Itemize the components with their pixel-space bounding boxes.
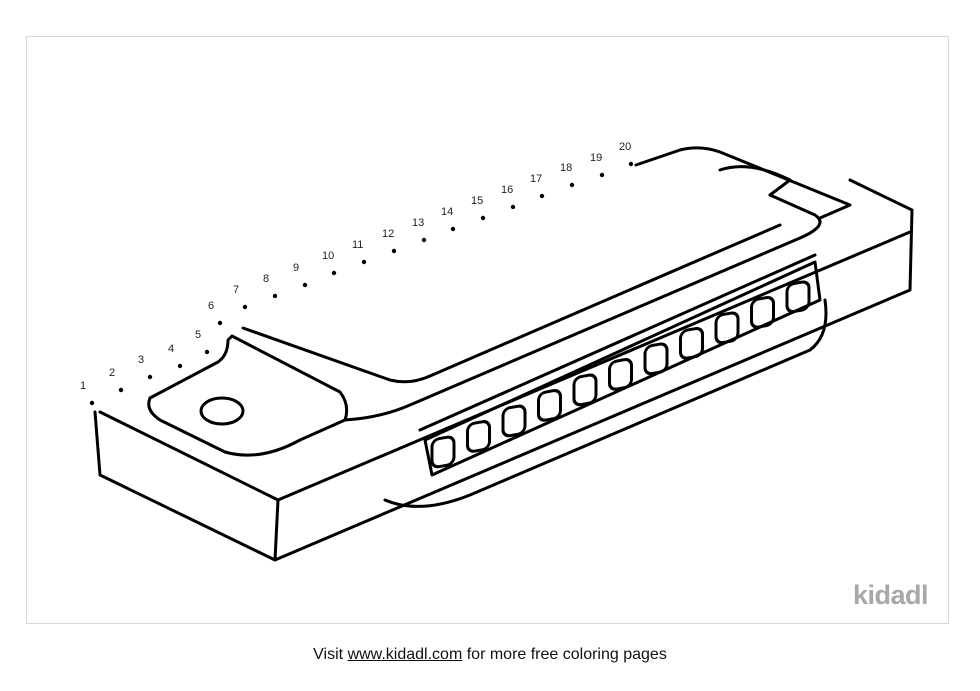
dot-label-1: 1 <box>80 380 86 392</box>
harmonica-hole <box>679 327 704 360</box>
dot-label-2: 2 <box>109 367 115 379</box>
dot-3 <box>147 374 153 380</box>
dot-label-8: 8 <box>263 273 269 285</box>
dot-15 <box>480 215 486 221</box>
harmonica-hole <box>572 373 598 407</box>
kidadl-link[interactable]: www.kidadl.com <box>347 646 463 663</box>
dot-11 <box>361 259 367 265</box>
dot-12 <box>391 248 397 254</box>
harmonica-hole <box>785 280 811 314</box>
dot-9 <box>302 282 308 288</box>
harmonica-hole <box>608 358 633 391</box>
dot-8 <box>272 293 278 299</box>
dot-label-13: 13 <box>412 217 424 229</box>
harmonica-hole <box>466 420 491 453</box>
harmonica-hole <box>537 389 562 422</box>
footer-text: Visit www.kidadl.com for more free color… <box>0 646 980 664</box>
coloring-page-frame <box>26 36 949 624</box>
dot-label-18: 18 <box>560 162 572 174</box>
kidadl-logo: kidadl <box>853 580 929 610</box>
dot-16 <box>510 204 516 210</box>
harmonica-hole <box>643 342 669 376</box>
dot-label-5: 5 <box>195 329 201 341</box>
dot-20 <box>628 161 634 167</box>
dot-label-17: 17 <box>530 173 542 185</box>
dot-19 <box>599 172 605 178</box>
dot-4 <box>177 363 183 369</box>
dot-17 <box>539 193 545 199</box>
dot-label-12: 12 <box>382 228 394 240</box>
dot-18 <box>569 182 575 188</box>
dot-label-7: 7 <box>233 284 239 296</box>
harmonica-cover <box>147 193 822 457</box>
dot-label-20: 20 <box>619 141 631 153</box>
dot-label-19: 19 <box>590 152 602 164</box>
dot-label-4: 4 <box>168 343 174 355</box>
dot-6 <box>217 320 223 326</box>
footer-prefix: Visit <box>313 646 344 663</box>
harmonica-hole <box>714 311 740 345</box>
dot-5 <box>204 349 210 355</box>
dot-13 <box>421 237 427 243</box>
dot-label-14: 14 <box>441 206 453 218</box>
dot-label-3: 3 <box>138 354 144 366</box>
dot-1 <box>89 400 95 406</box>
dot-2 <box>118 387 124 393</box>
harmonica-hole <box>430 435 456 469</box>
dot-10 <box>331 270 337 276</box>
dot-label-10: 10 <box>322 250 334 262</box>
dot-14 <box>450 226 456 232</box>
dot-label-6: 6 <box>208 300 214 312</box>
dot-label-9: 9 <box>293 262 299 274</box>
harmonica-base <box>93 178 914 562</box>
harmonica-hole <box>501 404 527 438</box>
footer-suffix: for more free coloring pages <box>466 646 667 663</box>
dot-label-15: 15 <box>471 195 483 207</box>
dot-7 <box>242 304 248 310</box>
dot-label-11: 11 <box>352 239 363 251</box>
dot-label-16: 16 <box>501 184 513 196</box>
harmonica-hole <box>750 295 775 329</box>
